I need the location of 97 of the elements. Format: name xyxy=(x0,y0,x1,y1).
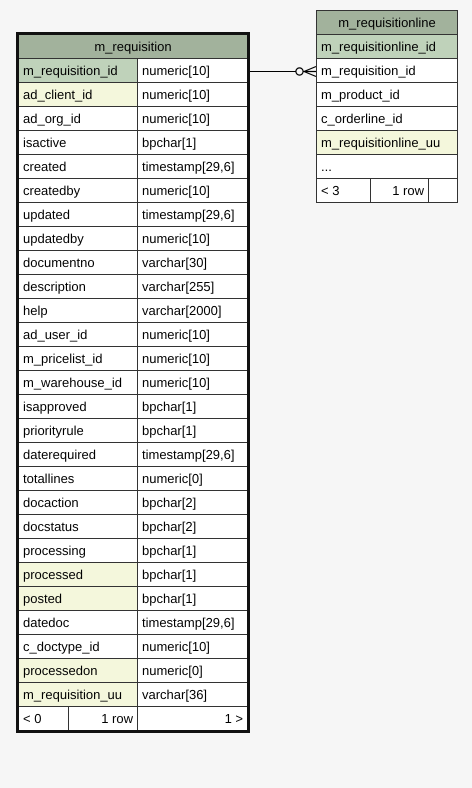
column-type: varchar[36] xyxy=(141,686,208,704)
table-row xyxy=(19,131,247,155)
column-name: ad_user_id xyxy=(19,323,138,346)
column-type: varchar[30] xyxy=(141,254,208,272)
column-type: numeric[10] xyxy=(141,374,211,392)
column-type: numeric[10] xyxy=(141,86,211,104)
relationship-line xyxy=(250,66,317,78)
column-type: numeric[0] xyxy=(141,662,204,680)
row-count: 1 row xyxy=(69,707,138,730)
column-type: numeric[10] xyxy=(141,638,211,656)
column-type: bpchar[2] xyxy=(141,494,198,512)
column-name: m_pricelist_id xyxy=(19,347,138,370)
table-name-header: m_requisitionline xyxy=(317,11,457,35)
column-type: numeric[10] xyxy=(141,182,211,200)
column-type: numeric[10] xyxy=(141,110,211,128)
table-row xyxy=(19,683,247,707)
table-row xyxy=(19,371,247,395)
row-count: 1 row xyxy=(371,179,429,202)
column-name: m_requisition_uu xyxy=(19,683,138,706)
table-row xyxy=(19,347,247,371)
column-name: updated xyxy=(19,203,138,226)
column-type: bpchar[1] xyxy=(141,398,198,416)
table-row xyxy=(19,83,247,107)
column-name: processing xyxy=(19,539,138,562)
column-name: daterequired xyxy=(19,443,138,466)
column-name: processedon xyxy=(19,659,138,682)
table-row xyxy=(19,611,247,635)
parent-count: < 0 xyxy=(19,707,69,730)
column-name: priorityrule xyxy=(19,419,138,442)
table-row xyxy=(19,515,247,539)
column-name: m_requisitionline_id xyxy=(317,35,457,58)
column-type: numeric[10] xyxy=(141,230,211,248)
table-name-header: m_requisition xyxy=(19,35,247,59)
column-name: m_warehouse_id xyxy=(19,371,138,394)
table-row xyxy=(19,419,247,443)
table-row xyxy=(19,635,247,659)
table-row xyxy=(19,203,247,227)
column-name: m_product_id xyxy=(320,86,401,104)
database-table xyxy=(316,10,458,203)
parent-count: < 3 xyxy=(317,179,371,202)
column-name: updatedby xyxy=(19,227,138,250)
column-type: bpchar[1] xyxy=(141,542,198,560)
table-row xyxy=(19,539,247,563)
column-type: timestamp[29,6] xyxy=(141,614,236,632)
column-type: numeric[10] xyxy=(141,350,211,368)
column-name: docaction xyxy=(19,491,138,514)
column-type: timestamp[29,6] xyxy=(141,158,236,176)
column-name: help xyxy=(19,299,138,322)
column-name: m_requisitionline_uu xyxy=(317,131,457,154)
column-type: bpchar[1] xyxy=(141,422,198,440)
table-row xyxy=(19,563,247,587)
table-row xyxy=(19,155,247,179)
column-type: timestamp[29,6] xyxy=(141,446,236,464)
column-type: numeric[0] xyxy=(141,470,204,488)
column-type: numeric[10] xyxy=(141,326,211,344)
table-row xyxy=(19,587,247,611)
column-name: ... xyxy=(320,158,333,176)
column-type: varchar[2000] xyxy=(141,302,222,320)
column-type: bpchar[2] xyxy=(141,518,198,536)
table-row xyxy=(19,275,247,299)
table-row xyxy=(19,491,247,515)
column-type: bpchar[1] xyxy=(141,134,198,152)
column-name: isactive xyxy=(19,131,138,154)
column-name: datedoc xyxy=(19,611,138,634)
column-name: m_requisition_id xyxy=(19,59,138,82)
column-name: m_requisition_id xyxy=(320,62,417,80)
table-row xyxy=(19,467,247,491)
table-row xyxy=(19,107,247,131)
table-row xyxy=(19,179,247,203)
column-name: createdby xyxy=(19,179,138,202)
column-name: ad_client_id xyxy=(19,83,138,106)
column-name: processed xyxy=(19,563,138,586)
database-table xyxy=(16,32,250,733)
column-type: bpchar[1] xyxy=(141,590,198,608)
column-name: ad_org_id xyxy=(19,107,138,130)
table-row xyxy=(19,227,247,251)
column-type: bpchar[1] xyxy=(141,566,198,584)
table-row xyxy=(19,395,247,419)
table-row xyxy=(19,659,247,683)
column-name: c_doctype_id xyxy=(19,635,138,658)
column-name: docstatus xyxy=(19,515,138,538)
table-row xyxy=(19,59,247,83)
child-count: 1 > xyxy=(224,710,244,728)
column-name: documentno xyxy=(19,251,138,274)
column-type: timestamp[29,6] xyxy=(141,206,236,224)
column-name: totallines xyxy=(19,467,138,490)
table-row xyxy=(19,251,247,275)
column-name: posted xyxy=(19,587,138,610)
table-row xyxy=(19,323,247,347)
column-name: created xyxy=(19,155,138,178)
table-row xyxy=(19,299,247,323)
column-name: c_orderline_id xyxy=(320,110,404,128)
column-name: description xyxy=(19,275,138,298)
column-type: varchar[255] xyxy=(141,278,216,296)
column-name: isapproved xyxy=(19,395,138,418)
table-row xyxy=(19,443,247,467)
column-type: numeric[10] xyxy=(141,62,211,80)
